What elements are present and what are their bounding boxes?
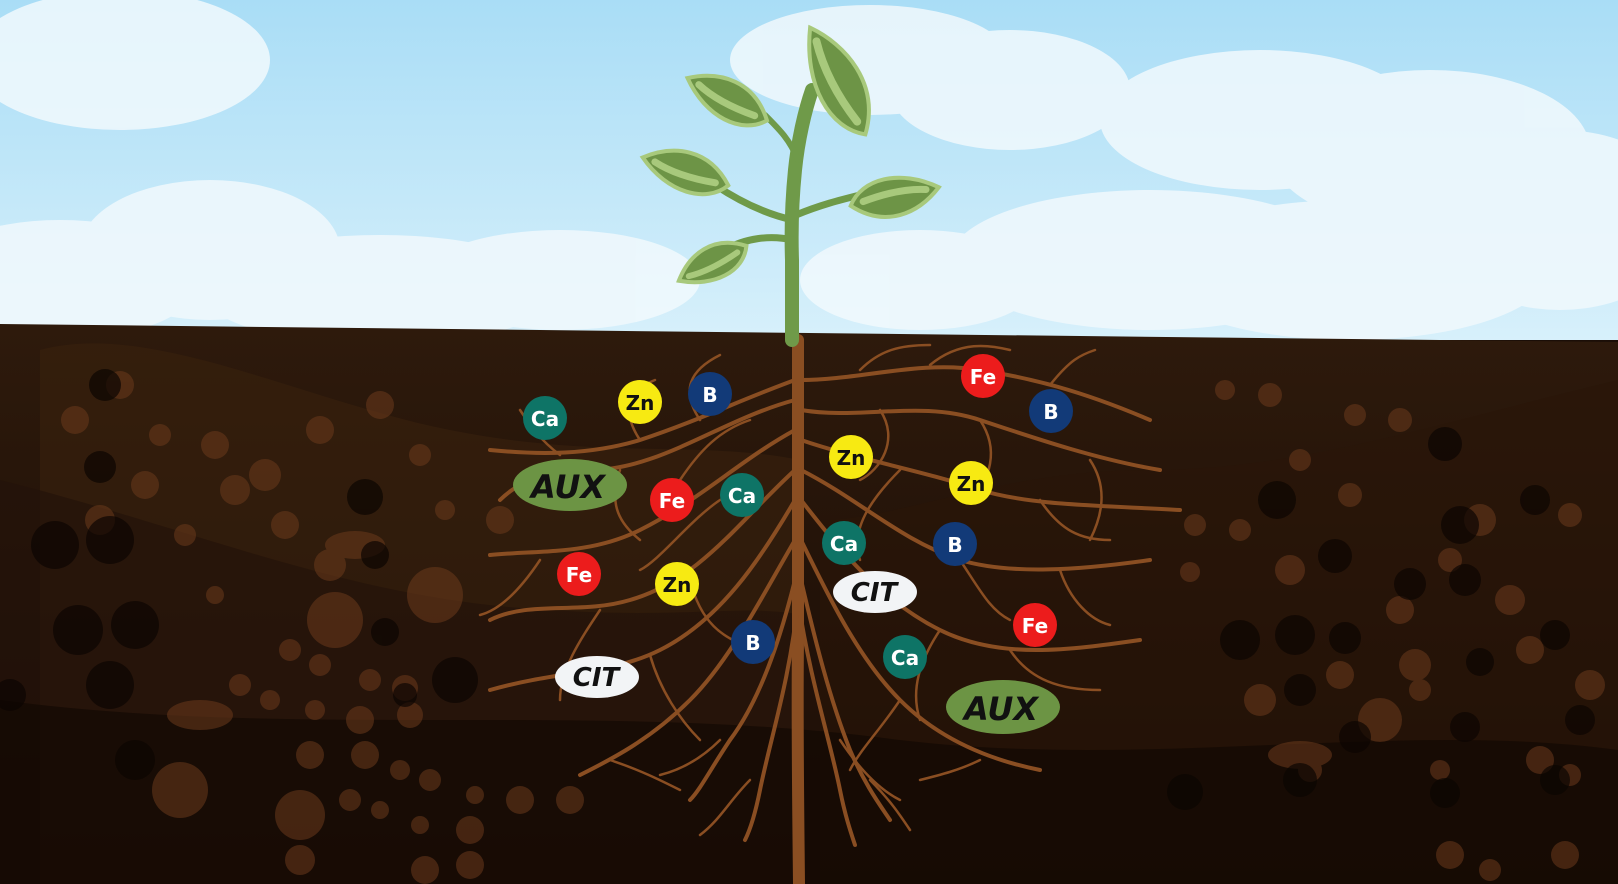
nutrient-label: B: [745, 631, 760, 655]
compound-cit: CIT: [833, 571, 917, 613]
nutrient-label: Fe: [970, 365, 996, 389]
nutrient-label: Zn: [837, 446, 866, 470]
nutrient-label: B: [702, 383, 717, 407]
nutrient-fe: Fe: [1013, 603, 1057, 647]
nutrient-label: B: [1043, 400, 1058, 424]
nutrient-label: B: [947, 533, 962, 557]
nutrient-label: Ca: [728, 484, 756, 508]
compound-cit: CIT: [555, 656, 639, 698]
nutrient-label: Zn: [663, 573, 692, 597]
compound-aux: AUX: [513, 459, 627, 511]
nutrient-b: B: [1029, 389, 1073, 433]
nutrient-fe: Fe: [961, 354, 1005, 398]
nutrient-zn: Zn: [618, 380, 662, 424]
compound-label: CIT: [573, 663, 622, 693]
nutrient-b: B: [688, 372, 732, 416]
nutrient-fe: Fe: [650, 478, 694, 522]
compound-label: AUX: [528, 468, 606, 506]
nutrient-label: Ca: [830, 532, 858, 556]
nutrient-ca: Ca: [720, 473, 764, 517]
nutrient-ca: Ca: [523, 396, 567, 440]
nutrient-zn: Zn: [829, 435, 873, 479]
nutrient-label: Fe: [1022, 614, 1048, 638]
compound-aux: AUX: [946, 680, 1060, 734]
nutrient-label: Ca: [531, 407, 559, 431]
nutrient-label: Fe: [566, 563, 592, 587]
nutrient-zn: Zn: [949, 461, 993, 505]
nutrient-b: B: [933, 522, 977, 566]
nutrient-label: Ca: [891, 646, 919, 670]
soil: [0, 324, 1618, 884]
nutrient-label: Zn: [626, 391, 655, 415]
nutrient-ca: Ca: [822, 521, 866, 565]
compound-label: AUX: [961, 690, 1039, 728]
nutrient-fe: Fe: [557, 552, 601, 596]
nutrient-label: Fe: [659, 489, 685, 513]
compound-label: CIT: [851, 578, 900, 608]
nutrient-ca: Ca: [883, 635, 927, 679]
nutrient-zn: Zn: [655, 562, 699, 606]
nutrient-b: B: [731, 620, 775, 664]
nutrient-label: Zn: [957, 472, 986, 496]
